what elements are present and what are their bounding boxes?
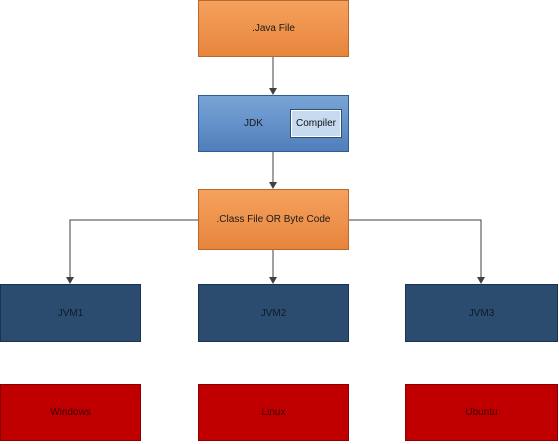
jvm1-label: JVM1 [57, 307, 84, 319]
jdk-label: JDK [244, 118, 263, 129]
java-file-box: .Java File [198, 0, 349, 57]
class-file-label: .Class File OR Byte Code [216, 214, 331, 225]
jvm3-box: JVM3 [405, 284, 558, 342]
windows-label: Windows [50, 407, 91, 418]
jvm2-label: JVM2 [260, 307, 287, 319]
java-file-label: .Java File [252, 23, 295, 34]
arrow-class-to-jvm1 [66, 219, 198, 284]
class-file-box: .Class File OR Byte Code [198, 189, 349, 250]
windows-box: Windows [0, 384, 141, 441]
ubuntu-box: Ubuntu [405, 384, 558, 441]
jvm1-box: JVM1 [0, 284, 141, 342]
compiler-label: Compiler [295, 118, 336, 129]
jvm3-label: JVM3 [468, 307, 495, 319]
jvm2-box: JVM2 [198, 284, 349, 342]
linux-box: Linux [198, 384, 349, 441]
ubuntu-label: Ubuntu [465, 407, 498, 418]
compiler-box: Compiler [290, 109, 342, 138]
linux-label: Linux [261, 407, 286, 418]
arrow-class-to-jvm3 [348, 219, 485, 284]
